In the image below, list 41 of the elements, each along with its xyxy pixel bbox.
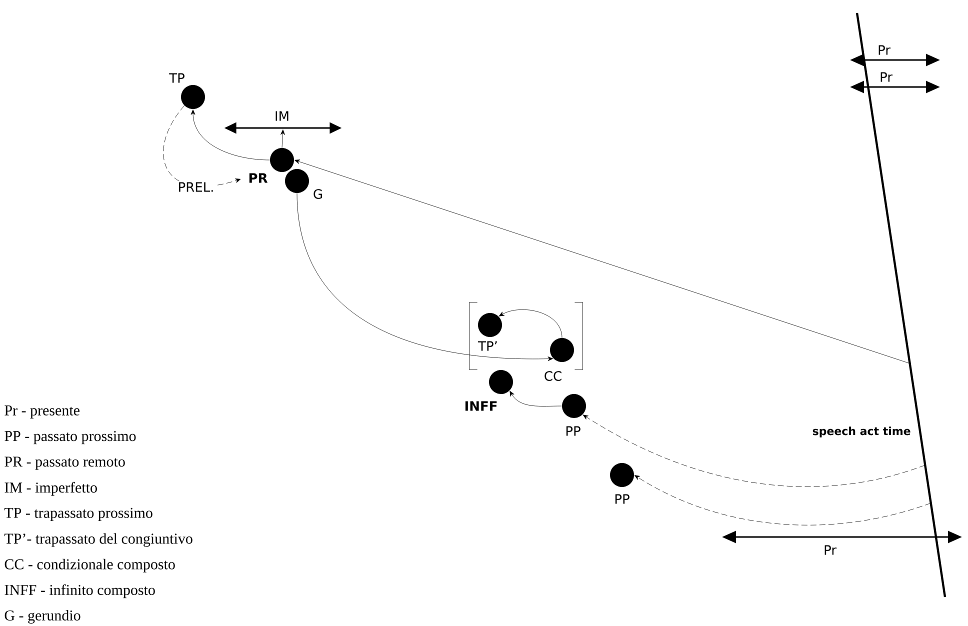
dot [562,394,586,418]
bracket [469,302,583,370]
legend-text: TP’- trapassato del congiuntivo [4,533,192,547]
node-label: PP [564,425,582,437]
legend-text: Pr - presente [4,406,80,419]
legend-text: CC - condizionale composto [4,558,175,572]
edge-label: PREL. [176,181,216,193]
dot [285,169,309,193]
node-label: INFF [463,400,499,412]
dot [489,370,513,394]
arrow [510,390,562,406]
interval-label: Pr [878,71,894,83]
arrow [582,414,926,487]
dot [270,148,294,172]
legend-text: IM - imperfetto [4,482,97,496]
legend-text: INFF - infinito composto [4,584,155,598]
dot [610,463,634,487]
node-label: TP’ [477,340,499,352]
interval-label: Pr [876,44,892,56]
node-label: G [312,188,324,200]
node-label: PP [613,493,631,505]
legend-text: PP - passato prossimo [4,431,136,444]
arrow [190,110,270,160]
node-label: IM [273,110,291,122]
arrow [294,160,910,364]
node-label: TP [168,72,186,84]
arrow [498,310,562,338]
node-label: PR [247,172,269,184]
interval-label: Pr [822,544,838,556]
node-label: CC [542,370,564,382]
arrow [296,193,554,362]
legend-text: G - gerundio [4,610,80,624]
dot [478,313,502,337]
legend-text: TP - trapassato prossimo [4,508,152,521]
node-label: speech act time [811,426,912,438]
arrow [280,130,285,148]
dot [181,85,205,109]
time-line [856,12,946,598]
legend-text: PR - passato remoto [4,456,125,470]
arrow [634,475,932,526]
dot [550,338,574,362]
